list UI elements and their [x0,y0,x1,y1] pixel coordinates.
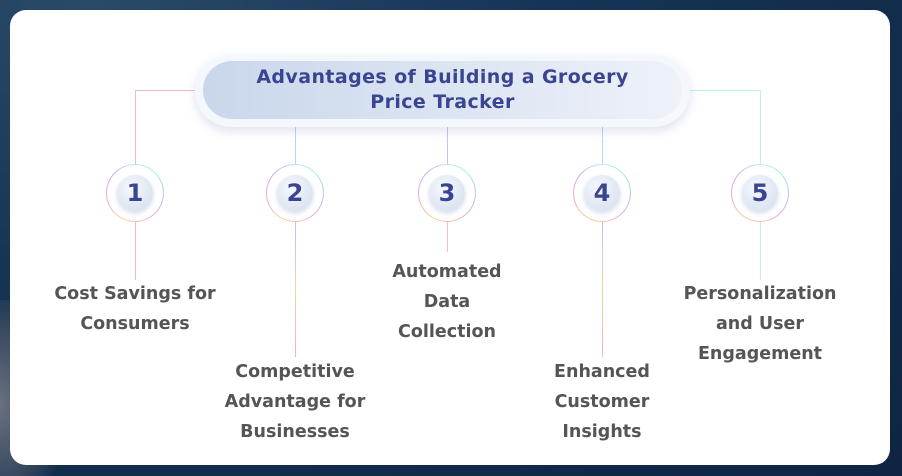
step-3-label: Automated Data Collection [392,262,502,342]
connector-2-bottom [295,222,296,357]
connector-1-bottom [135,222,136,280]
step-5-badge: 5 [731,164,789,222]
step-3-badge: 3 [418,164,476,222]
connector-3-bottom [447,222,448,252]
connector-1-top [135,90,136,165]
title-banner: Advantages of Building a Grocery Price T… [195,55,690,127]
connector-2-top [295,126,296,166]
step-4-number: 4 [584,175,620,211]
connector-1-horizontal [135,90,200,91]
connector-4-bottom [602,222,603,357]
step-2-number: 2 [277,175,313,211]
connector-3-top [447,126,448,166]
step-1-number: 1 [117,175,153,211]
step-5-label: Personalization and User Engagement [683,284,837,364]
step-4-badge: 4 [573,164,631,222]
step-1-badge: 1 [106,164,164,222]
diagram-title: Advantages of Building a Grocery Price T… [256,66,629,113]
step-1-label: Cost Savings for Consumers [54,284,216,334]
connector-4-top [602,126,603,166]
step-5-number: 5 [742,175,778,211]
step-2-badge: 2 [266,164,324,222]
connector-5-top [760,90,761,165]
step-2-label: Competitive Advantage for Businesses [224,362,366,442]
connector-5-bottom [760,222,761,280]
step-3-number: 3 [429,175,465,211]
step-4-label: Enhanced Customer Insights [554,362,650,442]
connector-5-horizontal [690,90,760,91]
